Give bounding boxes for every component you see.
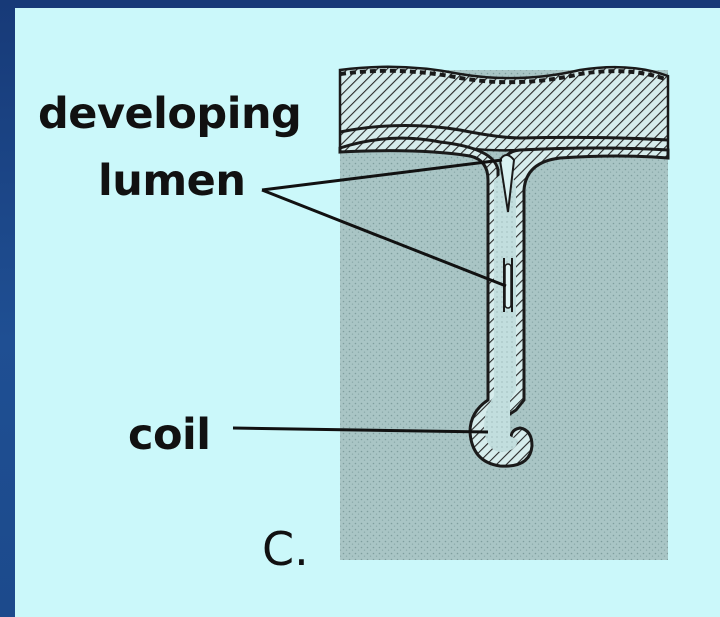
panel-letter: C. <box>262 526 309 572</box>
label-developing: developing <box>38 93 301 136</box>
label-coil: coil <box>128 414 211 457</box>
label-lumen: lumen <box>98 160 245 203</box>
